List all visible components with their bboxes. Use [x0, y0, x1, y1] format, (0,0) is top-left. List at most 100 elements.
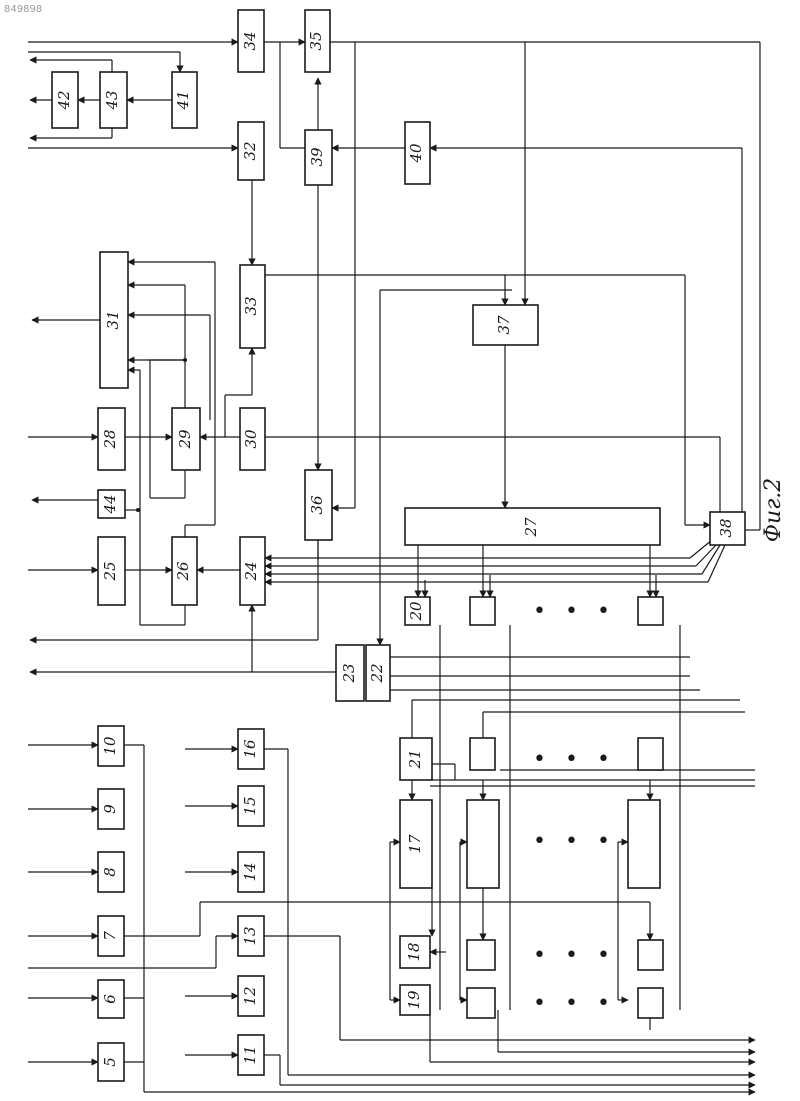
block-37: 37: [473, 305, 538, 345]
svg-text:28: 28: [101, 429, 119, 449]
block-38: 38: [710, 512, 745, 545]
block-36: 36: [305, 470, 332, 540]
block-44: 44: [98, 490, 125, 518]
cell-col2-r21: [470, 738, 495, 770]
cell-col2-top: [470, 597, 495, 625]
svg-text:5: 5: [101, 1057, 119, 1067]
svg-text:9: 9: [101, 804, 119, 814]
cell-col2-r18: [467, 940, 495, 970]
svg-text:31: 31: [104, 310, 122, 329]
cell-col3-r18: [638, 940, 663, 970]
block-28: 28: [98, 408, 125, 470]
svg-text:13: 13: [241, 926, 259, 945]
cell-col3-r21: [638, 738, 663, 770]
cell-col2-r17: [467, 800, 499, 888]
block-34: 34: [238, 10, 264, 72]
figure-caption: Фиг.2: [761, 478, 786, 543]
svg-text:39: 39: [308, 147, 326, 167]
block-22: 22: [366, 645, 390, 701]
block-43: 43: [100, 72, 127, 128]
block-10: 10: [98, 726, 124, 766]
svg-text:11: 11: [241, 1045, 259, 1064]
block-31: 31: [100, 252, 128, 388]
svg-text:24: 24: [242, 561, 260, 581]
svg-text:30: 30: [242, 429, 260, 449]
block-33: 33: [240, 265, 265, 348]
svg-text:42: 42: [55, 90, 73, 110]
block-14: 14: [238, 852, 264, 892]
svg-text:34: 34: [241, 31, 259, 50]
svg-text:15: 15: [241, 796, 259, 815]
svg-text:14: 14: [241, 862, 259, 881]
ellipsis-row-20: • • •: [533, 599, 616, 624]
block-42: 42: [52, 72, 78, 128]
block-18: 18: [400, 936, 430, 968]
blocks: 5 6 7 8 9 10 11 12 13 14 15 16 17 18 19 …: [52, 10, 745, 1081]
block-12: 12: [238, 976, 264, 1016]
ellipsis-row-19: • • •: [533, 991, 616, 1016]
svg-text:20: 20: [407, 601, 425, 622]
svg-text:25: 25: [101, 561, 119, 581]
block-16: 16: [238, 729, 264, 769]
block-30: 30: [240, 408, 265, 470]
svg-text:10: 10: [101, 736, 119, 756]
document-number: 849898: [4, 4, 42, 15]
svg-text:44: 44: [101, 494, 119, 514]
svg-text:43: 43: [103, 90, 121, 110]
block-21: 21: [400, 738, 432, 780]
block-27: 27: [405, 508, 660, 545]
block-11: 11: [238, 1035, 264, 1075]
svg-text:18: 18: [405, 942, 423, 961]
svg-text:16: 16: [241, 739, 259, 759]
svg-text:41: 41: [174, 90, 192, 110]
block-13: 13: [238, 916, 264, 956]
block-41: 41: [172, 72, 197, 128]
svg-text:36: 36: [308, 495, 326, 515]
block-32: 32: [238, 122, 264, 180]
svg-text:17: 17: [406, 834, 424, 854]
block-6: 6: [98, 980, 124, 1018]
block-5: 5: [98, 1043, 124, 1081]
svg-text:12: 12: [241, 986, 259, 1005]
block-17: 17: [400, 800, 432, 888]
block-25: 25: [98, 537, 125, 605]
block-20: 20: [405, 597, 430, 625]
block-19: 19: [400, 985, 430, 1015]
svg-text:26: 26: [174, 561, 192, 582]
svg-text:27: 27: [522, 517, 540, 538]
svg-text:33: 33: [242, 296, 260, 315]
svg-text:19: 19: [405, 990, 423, 1010]
block-8: 8: [98, 852, 124, 892]
svg-text:22: 22: [368, 663, 386, 683]
block-24: 24: [240, 537, 265, 605]
svg-text:7: 7: [101, 931, 119, 941]
svg-text:37: 37: [495, 315, 513, 335]
svg-text:38: 38: [717, 518, 735, 537]
connection-lines: [28, 42, 760, 1092]
ellipsis-row-21: • • •: [533, 747, 616, 772]
ellipsis-marks: • • • • • • • • • • • • • • •: [533, 599, 616, 1016]
block-9: 9: [98, 789, 124, 829]
block-23: 23: [336, 645, 364, 701]
block-39: 39: [305, 130, 332, 185]
cell-col2-r19: [467, 988, 495, 1018]
block-29: 29: [172, 408, 200, 470]
svg-text:21: 21: [406, 749, 424, 769]
cell-col3-top: [638, 597, 663, 625]
svg-text:6: 6: [101, 994, 119, 1004]
svg-text:29: 29: [176, 429, 194, 450]
ellipsis-row-18: • • •: [533, 943, 616, 968]
block-7: 7: [98, 916, 124, 956]
svg-text:23: 23: [340, 663, 358, 683]
block-40: 40: [405, 122, 430, 184]
block-15: 15: [238, 786, 264, 826]
svg-text:8: 8: [101, 867, 119, 877]
cell-col3-r17: [628, 800, 660, 888]
svg-text:35: 35: [307, 31, 325, 50]
ellipsis-row-17: • • •: [533, 829, 616, 854]
cell-col3-r19: [638, 988, 663, 1018]
svg-text:40: 40: [407, 143, 425, 164]
block-26: 26: [172, 537, 197, 605]
block-35: 35: [305, 10, 330, 72]
